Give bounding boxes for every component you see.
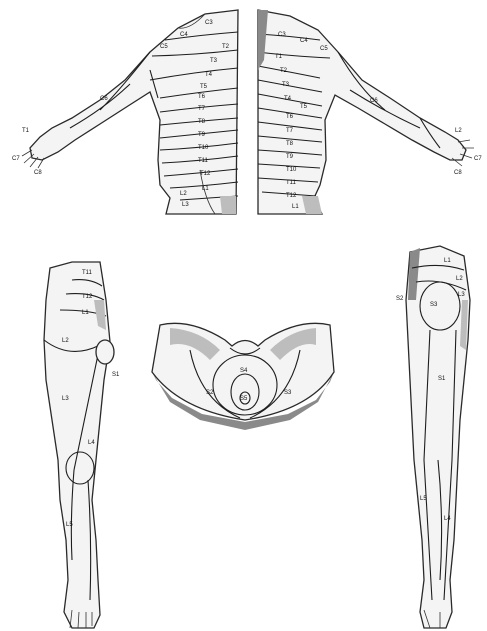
torso-front-label: T12 — [200, 171, 211, 177]
leg-back-label: L2 — [456, 276, 463, 282]
perineum-label: S3 — [284, 390, 292, 396]
torso-back-label: C4 — [300, 38, 308, 44]
torso-back-label: C3 — [278, 32, 286, 38]
leg-back-label: L3 — [458, 292, 465, 298]
torso-front-label: T3 — [210, 58, 218, 64]
torso-front-label: C8 — [34, 170, 42, 176]
torso-front-panel — [22, 10, 238, 214]
torso-back-label: T9 — [286, 154, 294, 160]
torso-back-label: T1 — [275, 54, 283, 60]
perineum-panel — [152, 323, 334, 430]
leg-front-label: S1 — [112, 372, 120, 378]
leg-front-panel — [44, 262, 114, 628]
torso-back-label: T2 — [280, 68, 288, 74]
torso-back-label: T7 — [286, 128, 294, 134]
torso-front-label: C7 — [12, 156, 20, 162]
torso-front-label: T5 — [200, 84, 208, 90]
torso-front-outline — [30, 10, 238, 214]
leg-front-label: L4 — [88, 440, 95, 446]
torso-front-label: T9 — [198, 132, 206, 138]
torso-back-label: T12 — [286, 193, 297, 199]
torso-back-label: C7 — [474, 156, 482, 162]
perineum-label: S5 — [240, 396, 248, 402]
leg-back-label: L1 — [444, 258, 451, 264]
torso-front-label: T7 — [198, 106, 206, 112]
torso-back-label: T6 — [286, 114, 294, 120]
leg-back-panel — [406, 246, 470, 628]
torso-back-label: L2 — [455, 128, 462, 134]
torso-front-label: T4 — [205, 72, 213, 78]
torso-front-label: T10 — [198, 145, 209, 151]
torso-front-label: C4 — [180, 32, 188, 38]
leg-front-label: L1 — [82, 310, 89, 316]
torso-front-label: L3 — [182, 202, 189, 208]
leg-front-label: T11 — [82, 270, 93, 276]
torso-front-label: T1 — [22, 128, 30, 134]
torso-back-label: C8 — [454, 170, 462, 176]
leg-front-label: L2 — [62, 338, 69, 344]
perineum-label: S4 — [240, 368, 248, 374]
torso-back-label: C6 — [370, 98, 378, 104]
torso-back-label: T5 — [300, 104, 308, 110]
torso-back-label: T4 — [284, 96, 292, 102]
torso-front-label: T11 — [198, 158, 209, 164]
leg-back-label: L5 — [420, 496, 427, 502]
torso-back-label: L1 — [292, 204, 299, 210]
torso-front-label: T2 — [222, 44, 230, 50]
leg-back-label: S2 — [396, 296, 404, 302]
torso-front-label: L2 — [180, 191, 187, 197]
torso-front-label: T8 — [198, 119, 206, 125]
torso-back-label: T3 — [282, 82, 290, 88]
torso-front-label: C5 — [160, 44, 168, 50]
leg-back-label: S1 — [438, 376, 446, 382]
leg-front-label: L5 — [66, 522, 73, 528]
perineum-label: S2 — [206, 390, 214, 396]
torso-back-label: T11 — [286, 180, 297, 186]
leg-front-label: L3 — [62, 396, 69, 402]
torso-front-label: T6 — [198, 94, 206, 100]
torso-front-label: C3 — [205, 20, 213, 26]
leg-front-label: T12 — [82, 294, 93, 300]
torso-back-label: C5 — [320, 46, 328, 52]
torso-front-label: C6 — [100, 96, 108, 102]
torso-back-label: T8 — [286, 141, 294, 147]
leg-back-label: S3 — [430, 302, 438, 308]
torso-front-label: L1 — [202, 186, 209, 192]
torso-back-label: T10 — [286, 167, 297, 173]
leg-back-label: L4 — [444, 516, 451, 522]
